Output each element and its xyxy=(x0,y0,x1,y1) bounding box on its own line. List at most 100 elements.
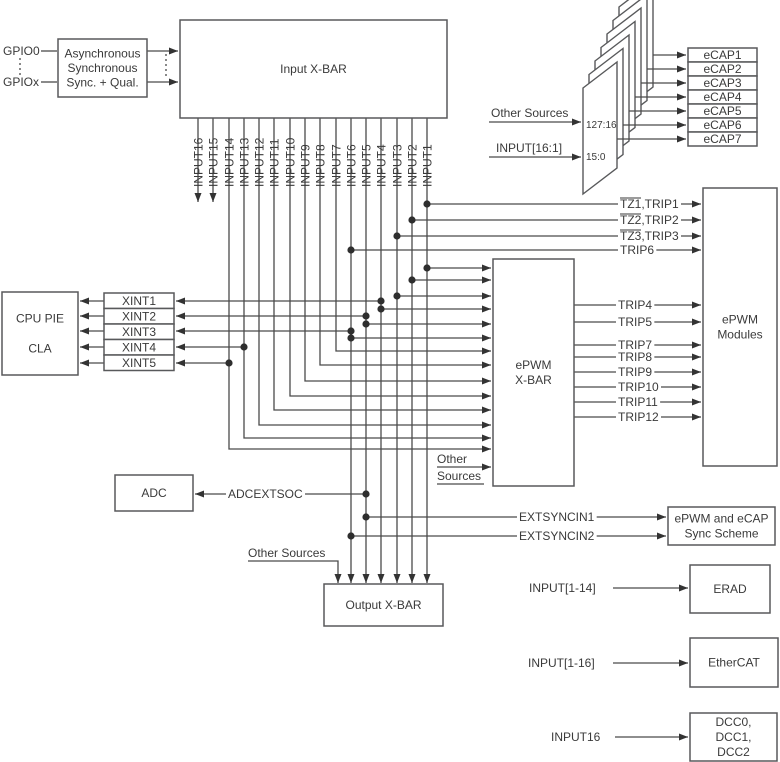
svg-text:TRIP6: TRIP6 xyxy=(620,243,654,257)
label-input3: INPUT3 xyxy=(391,144,405,187)
label-input14: INPUT14 xyxy=(223,137,237,187)
svg-text:INPUT12: INPUT12 xyxy=(253,137,267,187)
ecap7-box-label: eCAP7 xyxy=(703,132,741,146)
ecap3-box-label: eCAP3 xyxy=(703,76,741,90)
svg-text:EXTSYNCIN2: EXTSYNCIN2 xyxy=(519,529,595,543)
dcc-box-label: DCC0, xyxy=(715,715,751,729)
junction-dot-7 xyxy=(377,305,385,313)
ecap-mux-stack xyxy=(582,0,654,196)
svg-text:INPUT16: INPUT16 xyxy=(192,137,206,187)
output-other-sources-wire xyxy=(248,560,342,583)
label-input4: INPUT4 xyxy=(375,144,389,187)
svg-text:INPUT13: INPUT13 xyxy=(238,137,252,187)
label-input16-dcc: INPUT16 xyxy=(551,730,601,744)
junction-dot-13 xyxy=(240,343,248,351)
label-extsyncin2: EXTSYNCIN2 xyxy=(517,529,597,543)
ecap6-box-label: eCAP6 xyxy=(703,118,741,132)
ethercat-box: EtherCAT xyxy=(689,637,779,688)
label-trip6: TRIP6 xyxy=(618,243,657,257)
label-trip4: TRIP4 xyxy=(616,298,655,312)
ecap2-box-label: eCAP2 xyxy=(703,62,741,76)
junction-dot-4 xyxy=(423,264,431,272)
label-epwm-other: Other xyxy=(437,452,467,466)
ecap6-box: eCAP6 xyxy=(687,117,758,133)
input13-wire xyxy=(243,118,491,442)
adc-box-label: ADC xyxy=(141,486,167,500)
xint4-box-label: XINT4 xyxy=(122,340,156,354)
xint5-box-label: XINT5 xyxy=(122,356,156,370)
ecap-mux-shape-7 xyxy=(582,60,618,196)
junction-dot-3 xyxy=(347,246,355,254)
svg-text:ADCEXTSOC: ADCEXTSOC xyxy=(228,487,303,501)
svg-text:INPUT11: INPUT11 xyxy=(268,138,282,187)
svg-text:INPUT1: INPUT1 xyxy=(421,144,435,187)
label-input9: INPUT9 xyxy=(299,144,313,187)
svg-text:TRIP12: TRIP12 xyxy=(618,410,659,424)
label-other-sources-bottom: Other Sources xyxy=(248,546,325,560)
svg-text:INPUT4: INPUT4 xyxy=(375,144,389,187)
svg-text:TRIP8: TRIP8 xyxy=(618,350,652,364)
ecap5-box: eCAP5 xyxy=(687,103,758,119)
sync-qual-box-label: Synchronous xyxy=(67,61,137,75)
svg-text:TRIP7: TRIP7 xyxy=(618,338,652,352)
sync-qual-box-label: Asynchronous xyxy=(64,47,140,61)
junction-dot-1 xyxy=(408,216,416,224)
label-input-1-16: INPUT[1-16] xyxy=(528,656,595,670)
label-input13: INPUT13 xyxy=(238,137,252,187)
label-input-16-1: INPUT[16:1] xyxy=(496,141,562,155)
svg-text:INPUT3: INPUT3 xyxy=(391,144,405,187)
junction-dot-0 xyxy=(423,200,431,208)
svg-text:TRIP10: TRIP10 xyxy=(618,380,659,394)
junction-dot-6 xyxy=(393,292,401,300)
junction-dot-12 xyxy=(347,327,355,335)
label-gpiox: GPIOx xyxy=(3,75,39,89)
sync-qual-box-label: Sync. + Qual. xyxy=(66,76,138,90)
xint2-box: XINT2 xyxy=(103,307,175,325)
ecap5-box-label: eCAP5 xyxy=(703,104,741,118)
svg-text:TRIP9: TRIP9 xyxy=(618,365,652,379)
input8-wire xyxy=(319,118,491,369)
dcc-box: DCC0,DCC1,DCC2 xyxy=(689,712,778,762)
label-mux-127-16: 127:16 xyxy=(586,120,617,131)
xint5-box: XINT5 xyxy=(103,354,175,372)
label-tz1-trip1: TZ1,TRIP1 xyxy=(618,197,682,211)
label-tz3-trip3: TZ3,TRIP3 xyxy=(618,229,682,243)
svg-text:Other Sources: Other Sources xyxy=(248,546,325,560)
junction-dot-14 xyxy=(225,359,233,367)
ethercat-box-label: EtherCAT xyxy=(708,656,760,670)
label-adcextsoc: ADCEXTSOC xyxy=(226,487,306,501)
label-trip8: TRIP8 xyxy=(616,350,655,364)
label-input10: INPUT10 xyxy=(284,137,298,187)
label-extsyncin1: EXTSYNCIN1 xyxy=(517,510,597,524)
svg-text:EXTSYNCIN1: EXTSYNCIN1 xyxy=(519,510,595,524)
svg-text:TRIP4: TRIP4 xyxy=(618,298,652,312)
input7-wire xyxy=(335,118,491,355)
output-xbar-box-label: Output X-BAR xyxy=(345,598,421,612)
xint1-box: XINT1 xyxy=(103,292,175,310)
xint4-box: XINT4 xyxy=(103,338,175,356)
svg-text:Sources: Sources xyxy=(437,469,481,483)
svg-text:INPUT[16:1]: INPUT[16:1] xyxy=(496,141,562,155)
label-input1: INPUT1 xyxy=(421,144,435,187)
label-input15: INPUT15 xyxy=(207,137,221,187)
input14-wire xyxy=(228,118,491,453)
ecap3-box: eCAP3 xyxy=(687,75,758,91)
junction-dot-17 xyxy=(347,532,355,540)
junction-dot-8 xyxy=(362,320,370,328)
svg-text:INPUT[1-14]: INPUT[1-14] xyxy=(529,581,596,595)
label-input6: INPUT6 xyxy=(345,144,359,187)
epwm-modules-box-label: Modules xyxy=(717,328,762,342)
svg-text:Other Sources: Other Sources xyxy=(491,106,568,120)
sync-scheme-box-label: ePWM and eCAP xyxy=(674,512,768,526)
junction-dot-5 xyxy=(408,276,416,284)
input12-wire xyxy=(258,118,491,429)
ecap4-box: eCAP4 xyxy=(687,89,758,105)
xint1-box-label: XINT1 xyxy=(122,294,156,308)
svg-text:INPUT8: INPUT8 xyxy=(314,144,328,187)
junction-dot-9 xyxy=(347,334,355,342)
